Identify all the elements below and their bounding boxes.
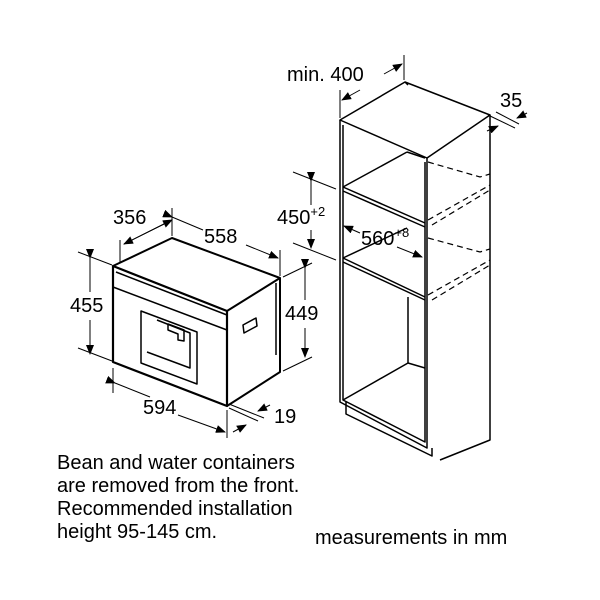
handle-icon bbox=[242, 317, 258, 334]
front-height-label: 455 bbox=[70, 295, 103, 317]
cabinet-drawing bbox=[339, 81, 491, 461]
note-line: height 95-145 cm. bbox=[57, 521, 218, 543]
cabinet-dimension-lines bbox=[292, 55, 528, 261]
note-line: are removed from the front. bbox=[57, 475, 300, 497]
note-line: Recommended installation bbox=[57, 498, 293, 520]
width-label: 594 bbox=[143, 397, 176, 419]
coffee-machine-drawing bbox=[111, 237, 281, 408]
niche-width-label: 560+8 bbox=[361, 225, 409, 250]
body-height-label: 449 bbox=[285, 303, 318, 325]
installation-note: Bean and water containers are removed fr… bbox=[57, 452, 299, 544]
min-depth-label: min. 400 bbox=[287, 64, 364, 86]
depth-label: 356 bbox=[113, 207, 146, 229]
appliance-dimension-lines bbox=[77, 208, 313, 438]
rear-gap-label: 35 bbox=[500, 90, 522, 112]
cabinet-hidden-lines bbox=[427, 161, 491, 301]
niche-height-label: 450+2 bbox=[277, 204, 325, 229]
units-note: measurements in mm bbox=[315, 527, 508, 549]
depth-with-front-label: 558 bbox=[204, 226, 237, 248]
front-thickness-label: 19 bbox=[274, 406, 296, 428]
note-line: Bean and water containers bbox=[57, 452, 295, 474]
